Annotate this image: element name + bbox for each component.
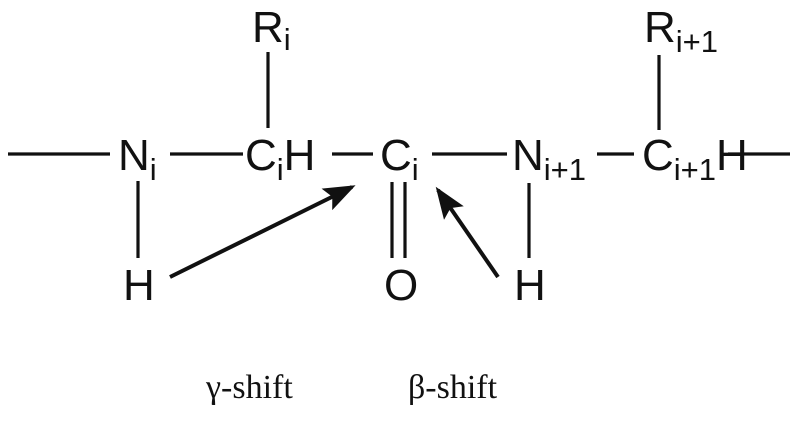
beta-shift-caption: β-shift: [408, 369, 498, 406]
gamma-shift-caption: γ-shift: [205, 369, 293, 406]
atom-h-n-i1: H: [514, 261, 546, 310]
atom-r-i1: Ri+1: [644, 3, 718, 59]
beta-shift-arrow: [435, 186, 500, 279]
atom-h-n-i: H: [123, 261, 155, 310]
atom-o: O: [384, 261, 418, 310]
atom-ca-i: CiH: [245, 131, 315, 187]
atom-ca-i1: Ci+1H: [642, 131, 748, 187]
atom-r-i: Ri: [252, 3, 291, 57]
atom-n-i: Ni: [118, 131, 157, 187]
atom-n-i1: Ni+1: [512, 131, 586, 187]
gamma-shift-arrow: [169, 185, 356, 279]
atom-c-i: Ci: [380, 131, 419, 187]
